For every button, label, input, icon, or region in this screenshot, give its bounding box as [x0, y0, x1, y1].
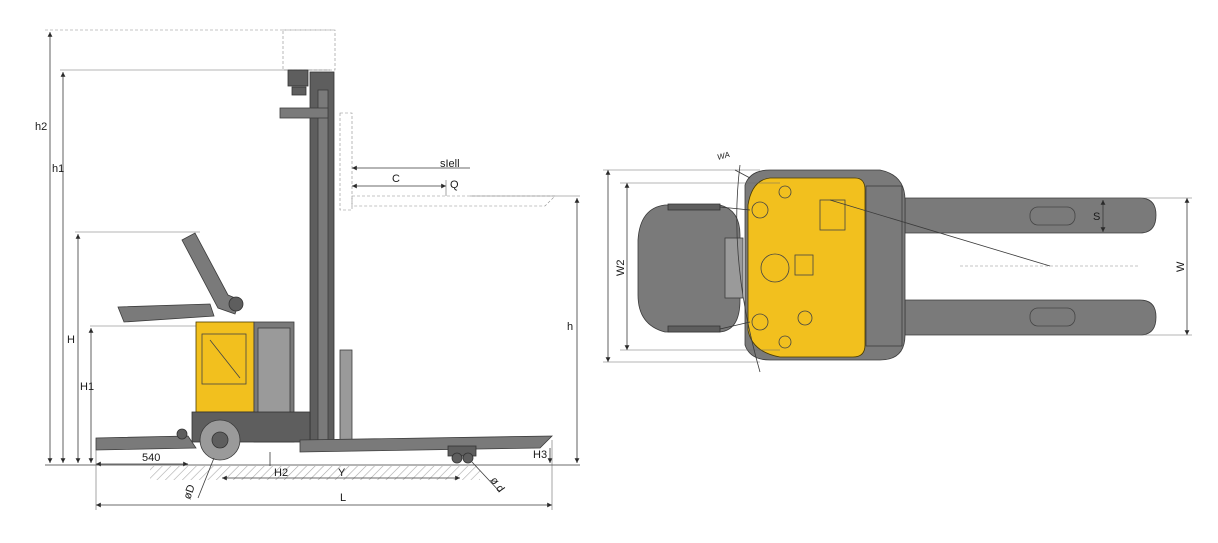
chassis-top-yellow [747, 177, 866, 358]
label-h: h [567, 321, 573, 333]
label-H2: H2 [274, 467, 288, 479]
raised-carriage [339, 112, 353, 211]
label-Y: Y [338, 467, 346, 479]
mast-crossbar [279, 107, 329, 119]
label-H: H [67, 334, 75, 346]
mast-extended-top [282, 29, 336, 71]
top-view: WA W2 W S [603, 150, 1192, 373]
fork-top-left [904, 197, 1157, 234]
label-C: C [392, 173, 400, 185]
mast-side-rail [339, 349, 353, 449]
raised-fork [351, 195, 556, 207]
mast-head [287, 69, 309, 87]
chassis-yellow [195, 321, 255, 413]
side-view: h2 h1 H H1 h sIell C Q 540 H2 Y L H3 øD … [35, 29, 580, 510]
armrest [117, 303, 215, 323]
label-phi-d: ø d [488, 475, 507, 495]
label-Q: Q [450, 179, 459, 191]
label-h2: h2 [35, 121, 47, 133]
label-phi-D: øD [182, 483, 198, 501]
label-540: 540 [142, 452, 160, 464]
load-roller [451, 452, 463, 464]
operator-platform [95, 435, 197, 451]
lowered-fork [299, 435, 553, 453]
label-W: W [1175, 261, 1187, 272]
label-H3: H3 [533, 449, 547, 461]
label-W2: W2 [615, 260, 627, 277]
label-sIell: sIell [440, 158, 460, 170]
fork-top-right [904, 299, 1157, 336]
label-S: S [1093, 211, 1100, 223]
turning-radius-arc [736, 164, 761, 373]
label-L: L [340, 492, 346, 504]
mast-inner [317, 89, 329, 441]
label-H1: H1 [80, 381, 94, 393]
label-WA: WA [716, 150, 731, 162]
label-h1: h1 [52, 163, 64, 175]
